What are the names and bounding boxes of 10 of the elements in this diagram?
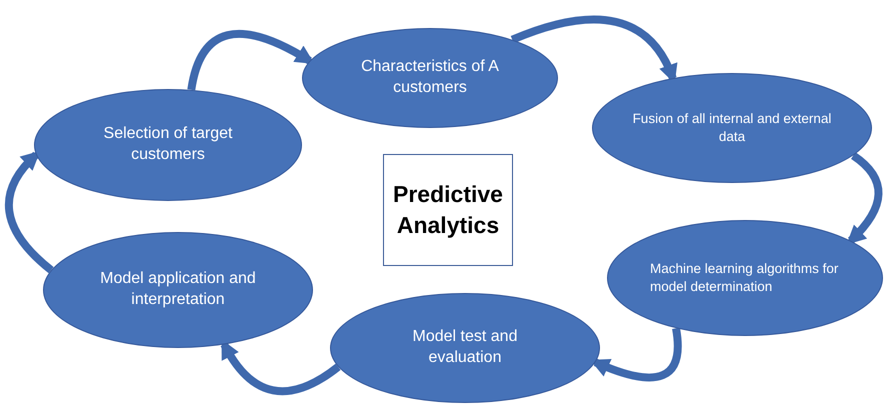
curved-arrow	[5, 150, 54, 274]
step-label: Model application and interpretation	[99, 269, 257, 310]
title-box	[383, 154, 513, 266]
step-label: Model test and evaluation	[412, 327, 518, 368]
step-label: Machine learning algorithms for model determination	[650, 260, 840, 296]
step-label: Selection of target customers	[102, 124, 234, 165]
title-text: Predictive Analytics	[392, 180, 504, 240]
step-label: Fusion of all internal and external data	[632, 110, 832, 146]
step-label: Characteristics of A customers	[360, 57, 500, 98]
curved-arrow	[846, 152, 882, 245]
